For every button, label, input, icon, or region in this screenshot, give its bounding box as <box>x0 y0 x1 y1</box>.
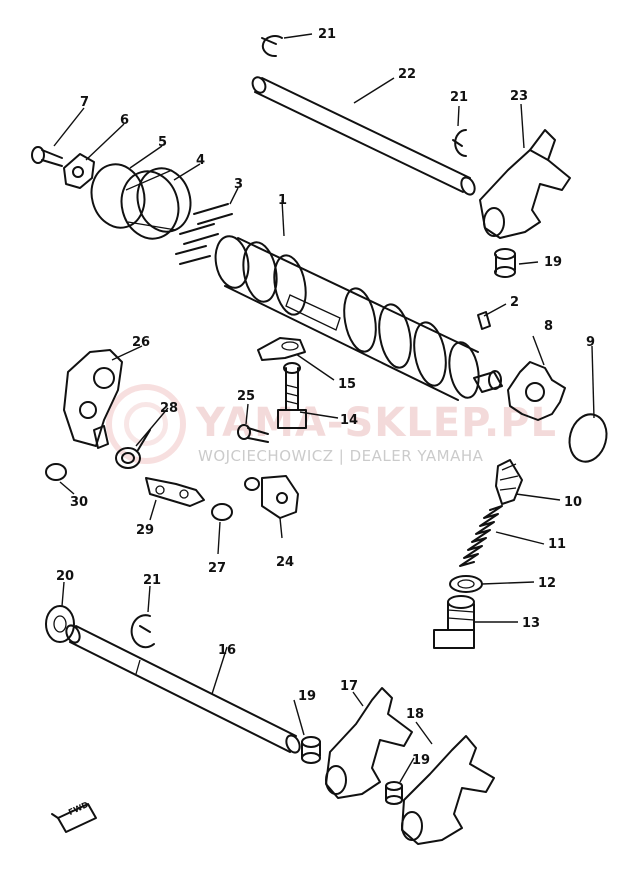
part-19-guide-pin-mid <box>301 736 321 764</box>
callout-30: 30 <box>70 495 88 510</box>
callout-6: 6 <box>120 113 129 128</box>
callout-27: 27 <box>208 561 226 576</box>
part-26-pin-stud <box>93 425 109 449</box>
part-19-guide-pin-lower <box>385 781 403 805</box>
callout-13: 13 <box>522 616 540 631</box>
callout-15: 15 <box>338 377 356 392</box>
watermark-logo-inner <box>124 402 168 446</box>
callout-2: 2 <box>510 295 519 310</box>
part-22-fork-shaft-upper <box>251 76 476 196</box>
part-21-circlip-top <box>261 35 283 58</box>
watermark-dealer: WOJCIECHOWICZ | DEALER YAMAHA <box>198 447 484 465</box>
part-19-guide-pin-upper <box>494 248 516 278</box>
part-12-washer <box>449 575 483 593</box>
callout-7: 7 <box>80 95 89 110</box>
callout-16: 16 <box>218 643 236 658</box>
callout-22: 22 <box>398 67 416 82</box>
callout-19-mid: 19 <box>298 689 316 704</box>
callout-11: 11 <box>548 537 566 552</box>
part-27-circlip <box>211 503 233 521</box>
part-13-plug-bolt <box>433 595 475 649</box>
watermark-logo <box>106 384 186 464</box>
callout-19-lower: 19 <box>412 753 430 768</box>
part-6-stopper-plate <box>63 153 95 189</box>
callout-23: 23 <box>510 89 528 104</box>
part-30-circlip <box>45 463 67 481</box>
part-21-circlip-mid <box>452 129 467 157</box>
leader-lines <box>53 33 595 783</box>
callout-20: 20 <box>56 569 74 584</box>
part-21-circlip-lower <box>130 614 155 649</box>
part-10-detent-plunger <box>495 459 523 505</box>
part-15-stopper-plate <box>257 337 306 361</box>
part-3-dowel-pins <box>175 203 233 265</box>
part-9-circlip <box>568 413 608 463</box>
part-26-shift-shaft-arm <box>63 349 123 447</box>
callout-19-upper: 19 <box>544 255 562 270</box>
callout-25: 25 <box>237 389 255 404</box>
part-28-spring <box>115 429 151 469</box>
callout-10: 10 <box>564 495 582 510</box>
callout-21-top: 21 <box>318 27 336 42</box>
part-1-shift-drum <box>214 235 503 401</box>
callout-26: 26 <box>132 335 150 350</box>
callout-8: 8 <box>544 319 553 334</box>
fwd-arrow <box>51 803 97 833</box>
callout-12: 12 <box>538 576 556 591</box>
callout-5: 5 <box>158 135 167 150</box>
callout-17: 17 <box>340 679 358 694</box>
callout-21-lower: 21 <box>143 573 161 588</box>
part-23-shift-fork <box>479 129 571 239</box>
part-29-shift-lever <box>145 477 205 507</box>
part-2-pin <box>477 311 491 330</box>
callout-28: 28 <box>160 401 178 416</box>
callout-18: 18 <box>406 707 424 722</box>
part-24-stopper-lever <box>244 475 299 519</box>
part-4-bearing <box>120 167 192 240</box>
part-17-shift-fork <box>325 687 413 799</box>
part-18-shift-fork <box>401 735 495 845</box>
part-5-circlip-ring <box>90 163 146 229</box>
watermark-brand: YAMA-SKLEP.PL <box>196 400 558 446</box>
part-20-washer <box>45 605 75 643</box>
callout-4: 4 <box>196 153 205 168</box>
part-11-spring <box>459 505 503 567</box>
callout-21-mid: 21 <box>450 90 468 105</box>
callout-labels: 21 22 21 23 19 2 8 9 10 11 12 13 14 15 1… <box>56 27 595 768</box>
callout-29: 29 <box>136 523 154 538</box>
part-7-screw <box>31 146 63 167</box>
callout-24: 24 <box>276 555 294 570</box>
callout-9: 9 <box>586 335 595 350</box>
callout-14: 14 <box>340 413 358 428</box>
part-8-segment-cam <box>507 361 566 421</box>
callout-3: 3 <box>234 177 243 192</box>
callout-1: 1 <box>278 193 287 208</box>
part-14-bolt <box>277 362 307 429</box>
part-16-fork-shaft-lower <box>65 624 301 754</box>
part-25-screw <box>237 424 269 443</box>
